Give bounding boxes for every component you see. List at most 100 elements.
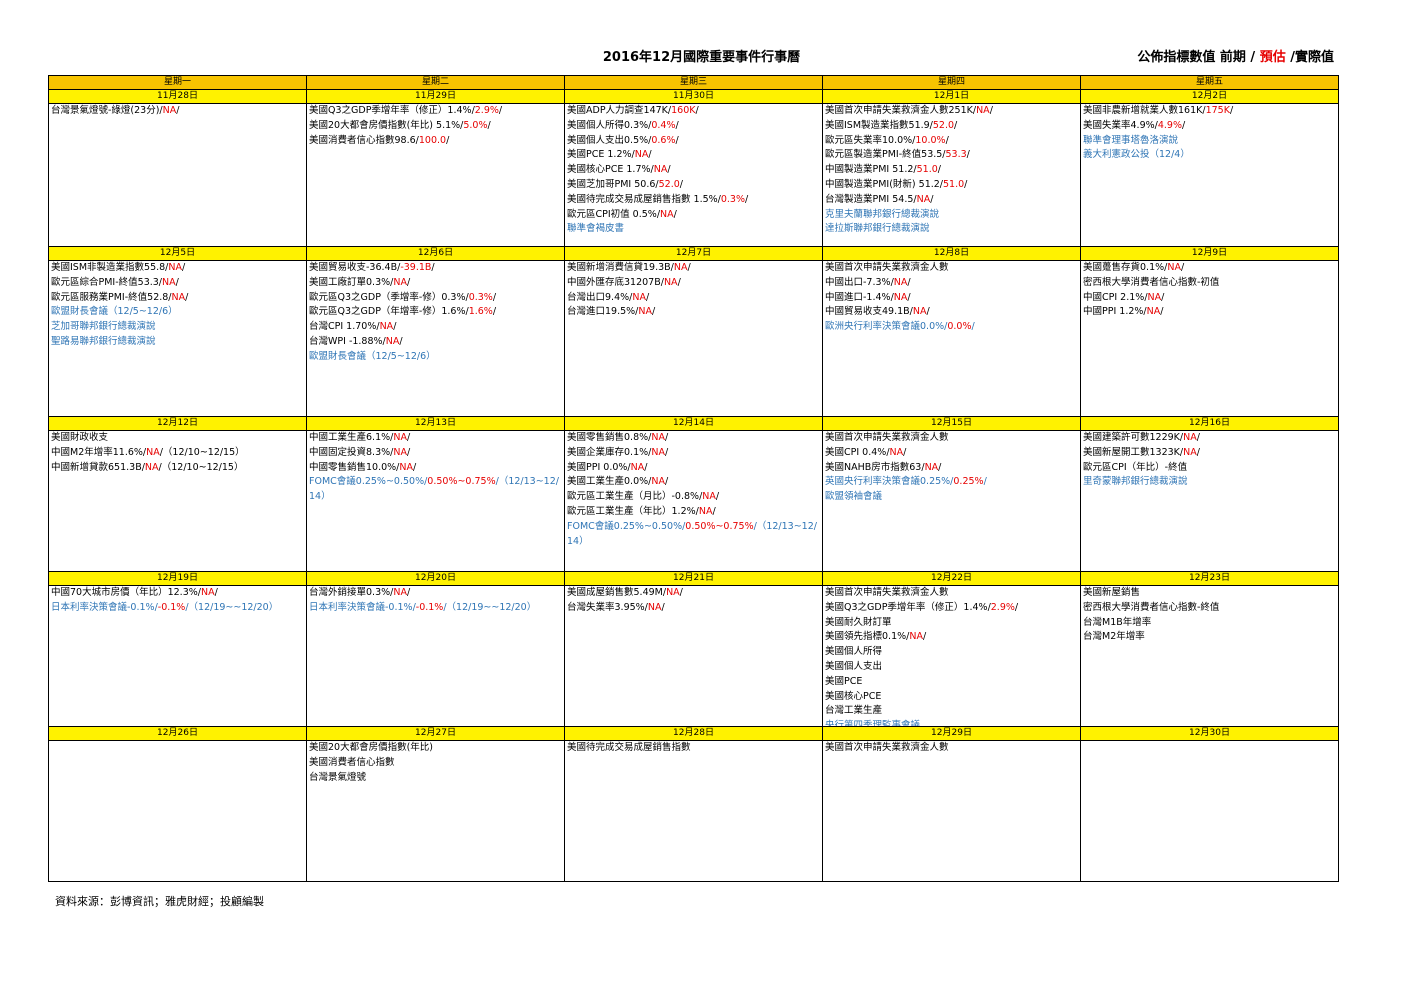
event-item: 美國待完成交易成屋銷售指數 1.5%/0.3%/ [567,193,820,208]
event-item: 中國工業生產6.1%/NA/ [309,432,562,446]
event-suffix: / [661,601,665,613]
event-item: 美國耐久財訂單 [825,616,1078,631]
date-cell: 12月20日 [306,571,565,586]
event-item: 美國首次申請失業救濟金人數 [825,742,1078,756]
event-text: FOMC會議0.25%~0.50%/ [309,476,428,488]
event-item: 中國製造業PMI(財新) 51.2/51.0/ [825,178,1078,193]
event-text: 美國新屋開工數1323K/ [1083,446,1184,458]
event-item: 美國貿易收支-36.4B/-39.1B/ [309,262,562,276]
event-item: 中國外匯存底31207B/NA/ [567,276,820,291]
event-suffix: /（12/13~12/14） [567,520,817,547]
event-text: 美國首次申請失業救濟金人數251K/ [825,105,977,116]
date-cell: 12月15日 [822,416,1081,431]
event-text: 美國新增消費信貸19.3B/ [567,262,674,273]
event-suffix: / [1229,105,1234,116]
event-forecast: NA [924,461,939,473]
event-item: 美國工業生產0.0%/NA/ [567,475,820,490]
event-item: 美國Q3之GDP季增年率（修正）1.4%/2.9%/ [825,601,1078,616]
legend: 公佈指標數值 前期 / 預估 /實際值 [1137,46,1334,65]
legend-prev: 前期 / [1219,50,1256,65]
event-suffix: / [185,291,189,303]
event-item: 中國M2年增率11.6%/NA/（12/10~12/15） [51,446,304,461]
event-forecast: NA [393,587,407,598]
event-forecast: NA [638,306,652,318]
event-suffix: / [176,105,180,116]
legend-actual: /實際值 [1290,50,1334,65]
date-cell: 12月1日 [822,89,1081,104]
event-item: 台灣M1B年增率 [1083,616,1336,631]
event-suffix: / [214,587,218,598]
event-suffix: / [1196,432,1200,443]
day-events-cell: 台灣外銷接單0.3%/NA/日本利率決策會議-0.1%/-0.1%/（12/19… [306,585,565,727]
event-text: 美國Q3之GDP季增年率（修正）1.4%/ [825,601,991,613]
event-item: 美國20大都會房價指數(年比) 5.1%/5.0%/ [309,119,562,134]
event-suffix: / [1014,601,1019,613]
events-row: 美國財政收支中國M2年增率11.6%/NA/（12/10~12/15）中國新增貸… [48,430,1339,572]
event-suffix: / [406,446,411,458]
day-events-cell: 美國ADP人力調查147K/160K/美國個人所得0.3%/0.4%/美國個人支… [564,103,823,247]
event-forecast: NA [647,601,662,613]
event-forecast: 0.6% [651,134,676,146]
event-text: 中國進口-1.4%/ [825,291,894,303]
event-item: 美國躉售存貨0.1%/NA/ [1083,262,1336,276]
event-suffix: / [945,134,949,146]
event-text: 美國消費者信心指數98.6/ [309,134,419,146]
event-suffix: / [938,461,942,473]
event-item: 美國NAHB房市指數63/NA/ [825,461,1078,476]
day-events-cell: 台灣景氣燈號-綠燈(23分)/NA/ [48,103,307,247]
event-item: 美國新屋銷售 [1083,587,1336,601]
event-suffix: / [664,432,669,443]
event-text: 美國首次申請失業救濟金人數 [825,742,949,753]
events-row: 美國20大都會房價指數(年比)美國消費者信心指數台灣景氣燈號美國待完成交易成屋銷… [48,740,1339,882]
legend-label: 公佈指標數值 [1137,50,1216,65]
event-text: 美國成屋銷售數5.49M/ [567,587,667,598]
day-events-cell: 中國70大城市房價（年比）12.3%/NA/日本利率決策會議-0.1%/-0.1… [48,585,307,727]
event-text: 美國ISM製造業指數51.9/ [825,119,933,131]
event-forecast: NA [634,149,649,161]
date-cell: 12月22日 [822,571,1081,586]
event-forecast: 4.9% [1157,119,1182,131]
event-text: 美國核心PCE [825,690,882,702]
event-text: 美國建築許可數1229K/ [1083,432,1184,443]
event-text: 美國Q3之GDP季增年率（修正）1.4%/ [309,105,475,116]
date-cell: 12月27日 [306,726,565,741]
event-text: 美國20大都會房價指數(年比) [309,742,434,753]
event-text: 中國M2年增率11.6%/ [51,446,147,458]
event-forecast: NA [889,446,904,458]
event-item: 美國Q3之GDP季增年率（修正）1.4%/2.9%/ [309,105,562,119]
event-item: 美國核心PCE [825,690,1078,705]
event-text: 中國工業生產6.1%/ [309,432,394,443]
day-events-cell: 美國財政收支中國M2年增率11.6%/NA/（12/10~12/15）中國新增貸… [48,430,307,572]
event-item: 台灣工業生產 [825,704,1078,719]
event-item: 克里夫蘭聯邦銀行總裁演說 [825,208,1078,223]
day-events-cell: 美國首次申請失業救濟金人數251K/NA/美國ISM製造業指數51.9/52.0… [822,103,1081,247]
event-suffix: / [406,432,411,443]
event-text: 央行第四季理監事會議 [825,720,921,726]
event-forecast: NA [1183,432,1197,443]
event-text: 歐元區CPI（年比）-終值 [1083,461,1188,473]
event-forecast: 52.0 [932,119,955,131]
event-text: 美國首次申請失業救濟金人數 [825,262,949,273]
event-text: 密西根大學消費者信心指數-終值 [1083,601,1220,613]
event-suffix: / [667,164,671,176]
weekday-header: 星期一 [48,75,307,90]
event-suffix: / [182,262,186,273]
event-item: 美國財政收支 [51,432,304,446]
events-row: 美國ISM非製造業指數55.8/NA/歐元區綜合PMI-終值53.3/NA/歐元… [48,260,1339,417]
event-forecast: NA [893,291,908,303]
event-forecast: NA [393,276,407,288]
event-text: 歐盟財長會議（12/5~12/6） [309,350,436,362]
event-suffix: / [989,105,993,116]
event-item: 中國出口-7.3%/NA/ [825,276,1078,291]
event-forecast: NA [909,631,923,643]
weekday-header: 星期四 [822,75,1081,90]
event-item: 日本利率決策會議-0.1%/-0.1%/（12/19~~12/20） [51,601,304,616]
event-item: 歐元區工業生產（月比）-0.8%/NA/ [567,490,820,505]
event-text: 台灣M1B年增率 [1083,616,1152,628]
event-suffix: / [712,505,716,517]
event-suffix: / [937,164,941,176]
event-text: 美國零售銷售0.8%/ [567,432,652,443]
event-suffix: / [498,105,503,116]
weekday-header: 星期三 [564,75,823,90]
